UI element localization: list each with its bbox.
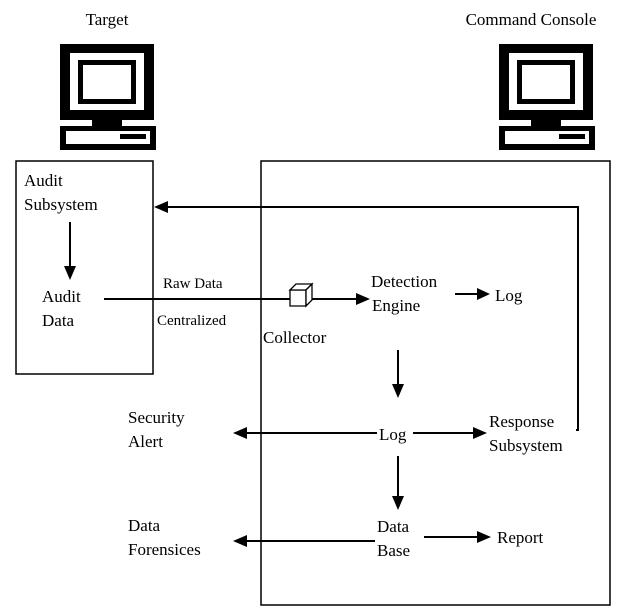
svg-text:Audit: Audit [24, 171, 63, 190]
collector-label: Collector [263, 328, 327, 347]
arrow-detection-to-log [455, 288, 490, 300]
arrow-log-to-response [413, 427, 487, 439]
arrow-response-to-audit-subsystem [154, 201, 579, 431]
raw-data-label: Raw Data [163, 276, 223, 292]
svg-text:Detection: Detection [371, 272, 438, 291]
security-alert-node: Security Alert [128, 408, 185, 451]
arrow-database-to-report [424, 531, 491, 543]
log-output-label: Log [495, 286, 523, 305]
svg-text:Alert: Alert [128, 432, 163, 451]
svg-text:Forensices: Forensices [128, 540, 201, 559]
centralized-label: Centralized [157, 313, 227, 329]
collector-cube-icon [288, 282, 314, 308]
svg-text:Security: Security [128, 408, 185, 427]
arrow-log-to-database [392, 456, 404, 510]
svg-text:Data: Data [377, 517, 410, 536]
audit-subsystem-node: Audit Subsystem [24, 171, 98, 214]
report-label: Report [497, 528, 544, 547]
svg-text:Base: Base [377, 541, 410, 560]
data-forensices-node: Data Forensices [128, 516, 201, 559]
svg-text:Data: Data [128, 516, 161, 535]
detection-engine-node: Detection Engine [371, 272, 438, 315]
command-console-box [260, 160, 611, 606]
target-box [15, 160, 154, 375]
audit-data-node: Audit Data [42, 287, 81, 330]
command-console-label: Command Console [466, 10, 597, 29]
target-computer-icon [60, 44, 156, 150]
arrow-log-to-security-alert [233, 427, 377, 439]
svg-text:Subsystem: Subsystem [24, 195, 98, 214]
arrow-database-to-forensics [233, 535, 375, 547]
svg-text:Data: Data [42, 311, 75, 330]
svg-text:Response: Response [489, 412, 554, 431]
response-subsystem-node: Response Subsystem [489, 412, 563, 455]
svg-text:Subsystem: Subsystem [489, 436, 563, 455]
arrow-subsystem-to-data [64, 222, 76, 280]
target-label: Target [86, 10, 129, 29]
log-node-label: Log [379, 425, 407, 444]
arrow-detection-to-middle-log [392, 350, 404, 398]
svg-text:Audit: Audit [42, 287, 81, 306]
arrow-data-to-detection [104, 293, 370, 305]
database-node: Data Base [377, 517, 410, 560]
console-computer-icon [499, 44, 595, 150]
svg-text:Engine: Engine [372, 296, 420, 315]
